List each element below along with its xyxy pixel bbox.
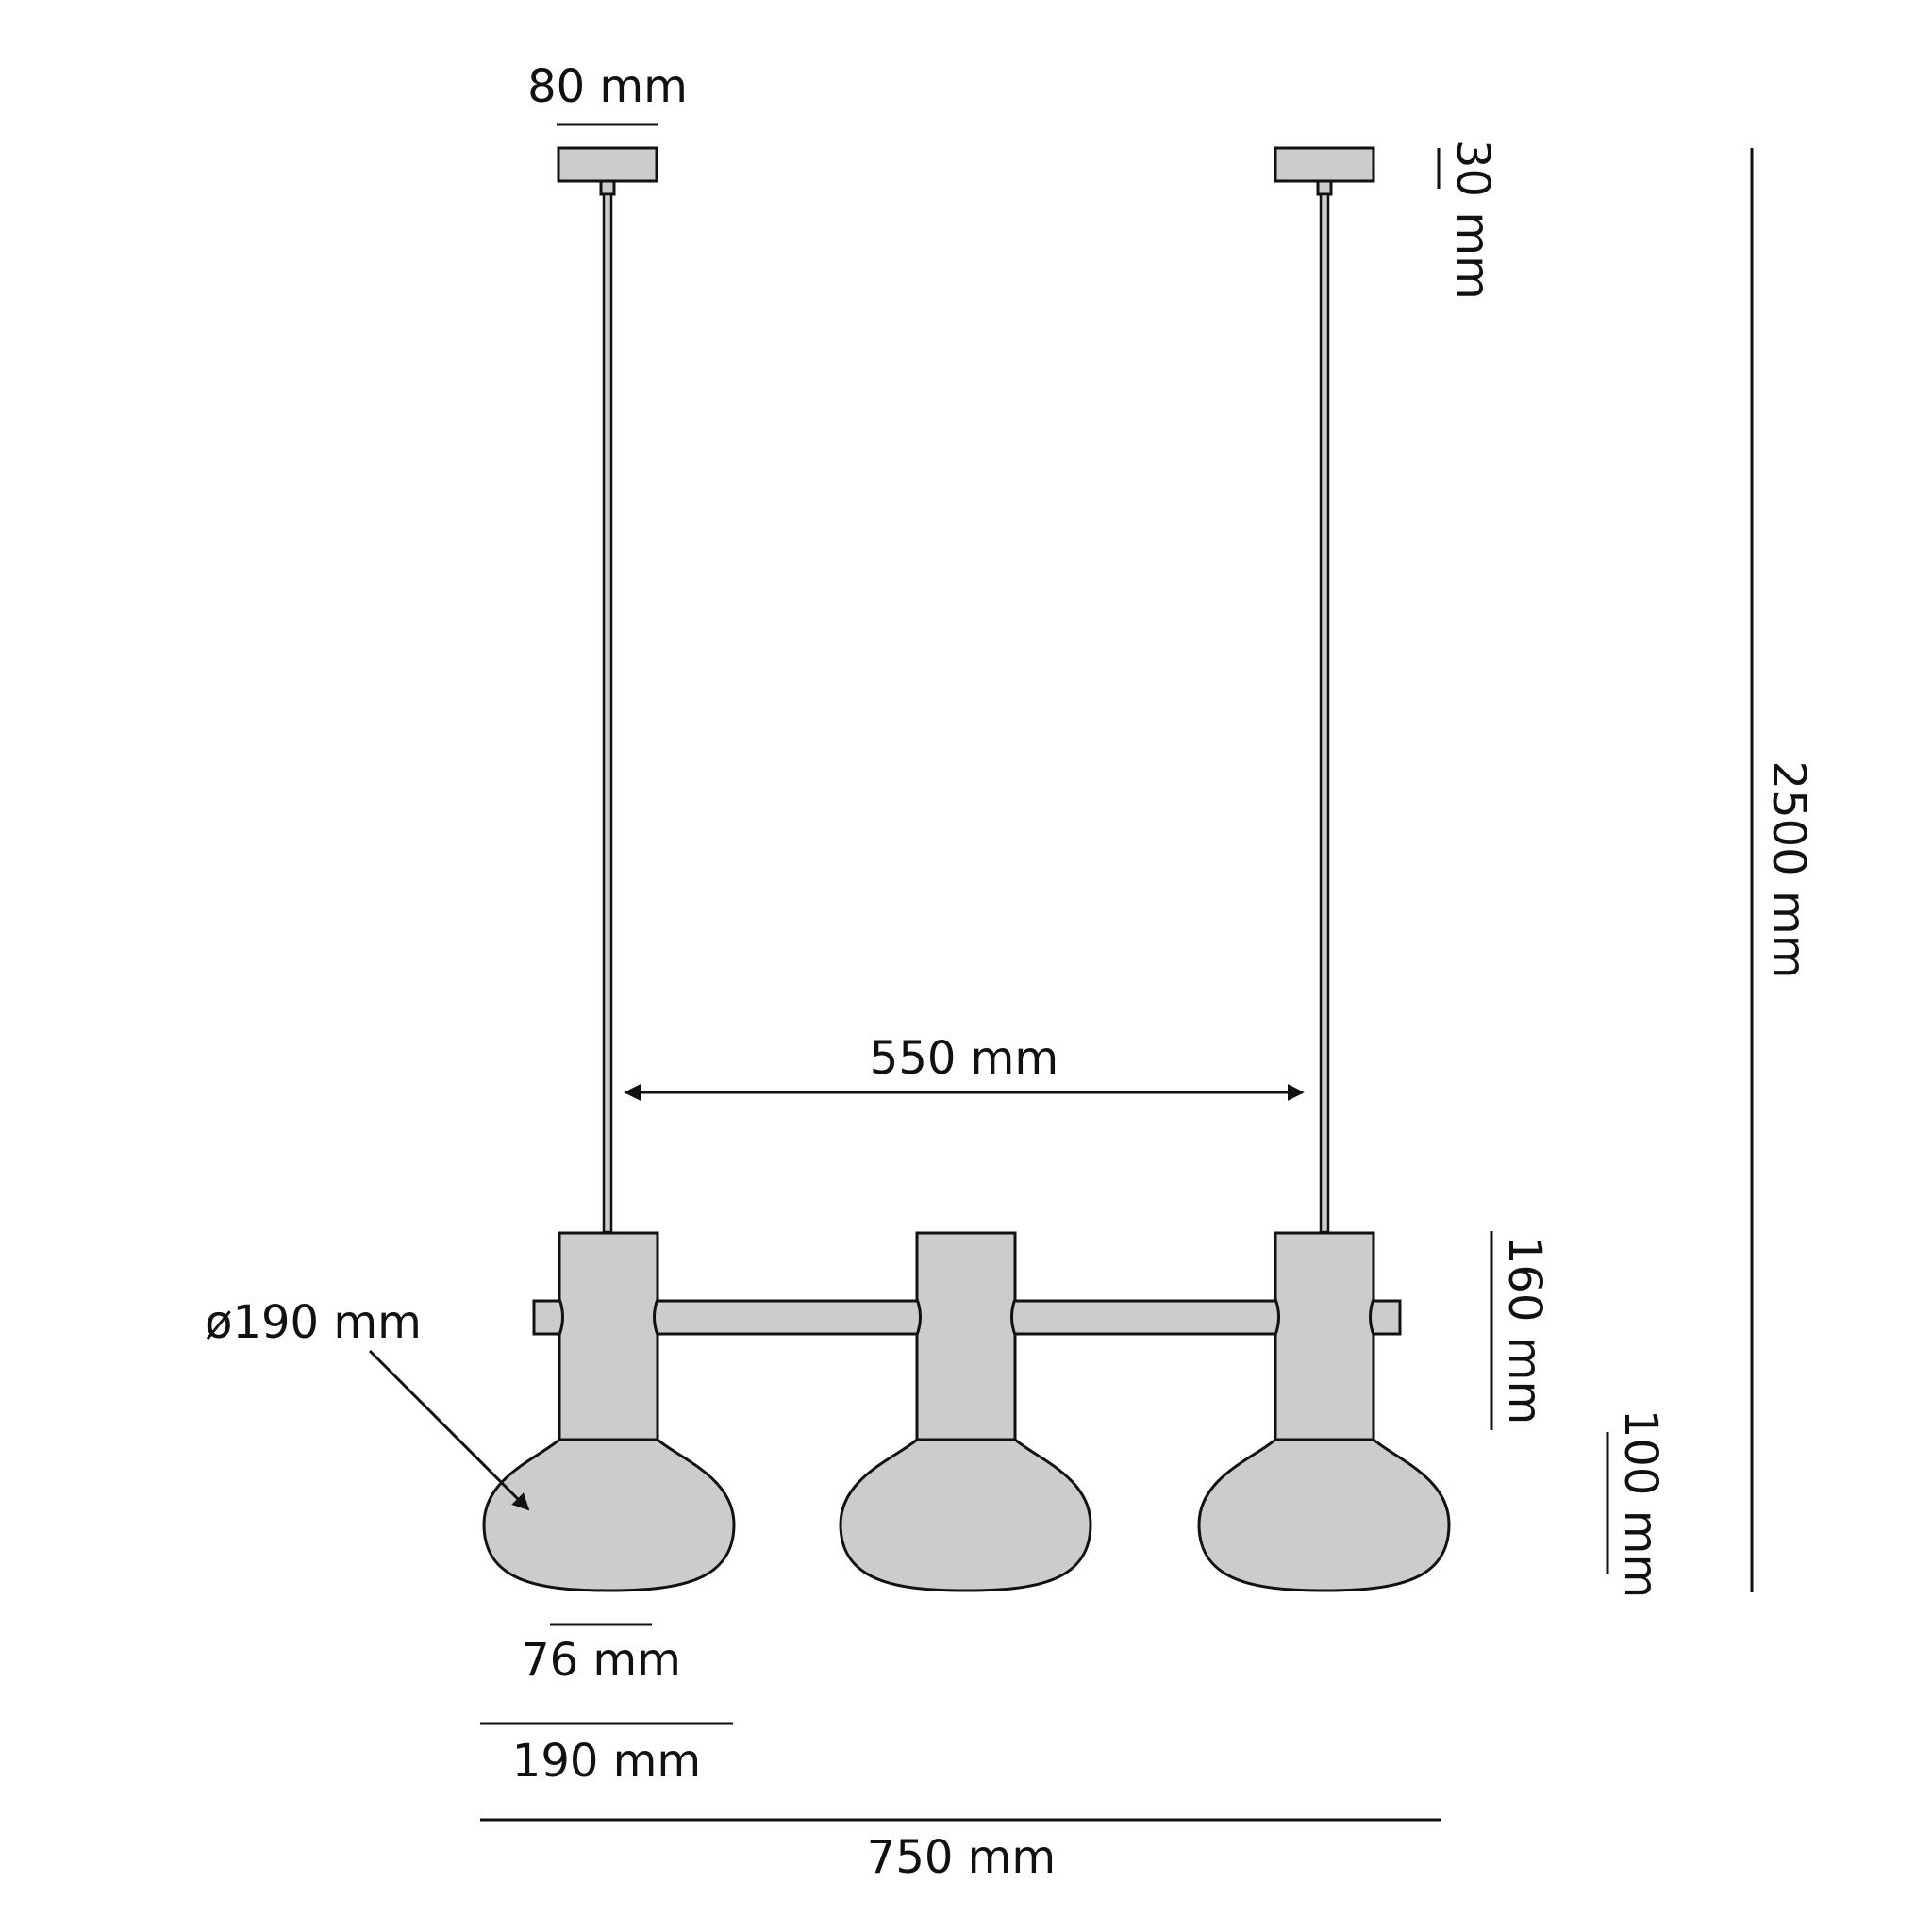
rod-spacing-label: 550 mm [870, 1032, 1058, 1085]
total-width-label: 750 mm [867, 1831, 1056, 1884]
shade-height-label: 100 mm [1614, 1409, 1667, 1598]
body-height-label: 160 mm [1498, 1236, 1551, 1424]
right-lamp [1197, 1231, 1451, 1592]
canopy-width-label: 80 mm [527, 60, 688, 113]
left-lamp [482, 1231, 736, 1592]
base-width-label: 76 mm [521, 1634, 681, 1687]
total-height-label: 2500 mm [1762, 761, 1815, 979]
left-canopy [557, 146, 658, 196]
middle-lamp [839, 1231, 1092, 1592]
canopy-height-label: 30 mm [1446, 140, 1499, 300]
right-canopy [1274, 146, 1375, 196]
right-suspension-rod [1319, 192, 1330, 1234]
shade-width-label: 190 mm [512, 1735, 701, 1788]
left-suspension-rod [602, 192, 613, 1234]
diameter-pointer-arrow [368, 1349, 530, 1511]
diameter-label: ø190 mm [205, 1296, 422, 1349]
